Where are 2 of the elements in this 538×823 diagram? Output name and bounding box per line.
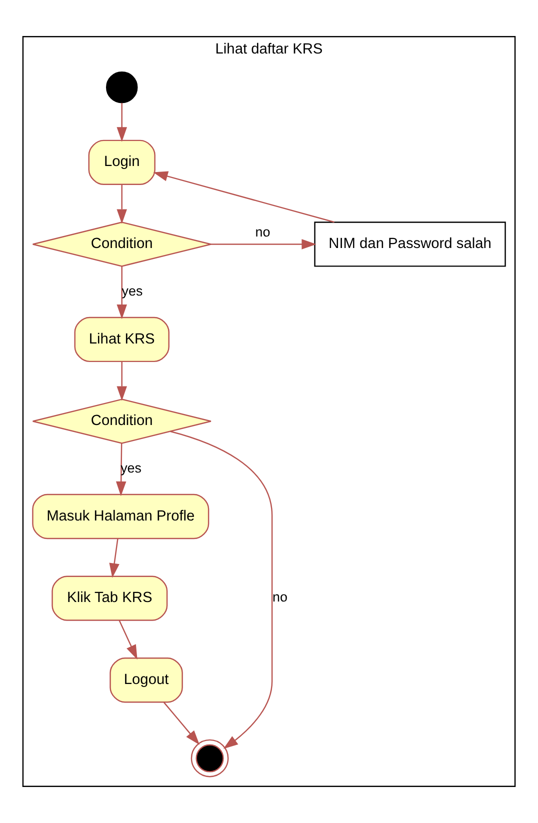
- edge-label: no: [255, 224, 270, 240]
- edge-label: no: [272, 590, 288, 605]
